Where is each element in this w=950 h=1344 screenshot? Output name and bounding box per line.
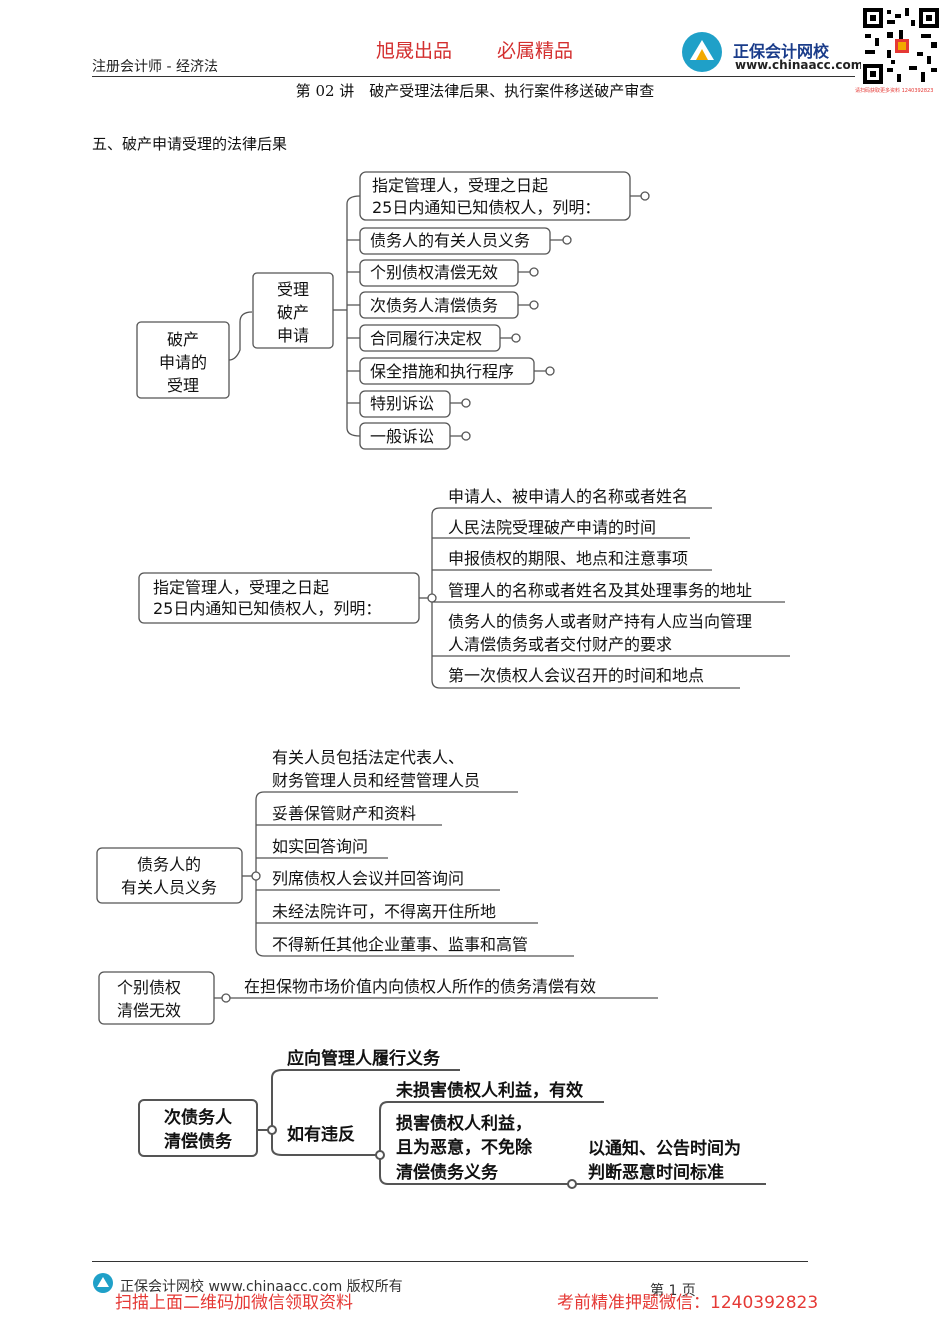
map1-branch-1-line-2: 25日内通知已知债权人，列明：	[372, 198, 600, 217]
map4-root-line-2: 清偿无效	[117, 1001, 181, 1020]
map3-item-1-line-2: 财务管理人员和经营管理人员	[272, 771, 480, 790]
map1-branch-8: 一般诉讼	[370, 427, 434, 446]
map5-bad-faith-line-2: 且为恶意，不免除	[396, 1137, 533, 1158]
lecture-title: 第 02 讲 破产受理法律后果、执行案件移送破产审查	[295, 82, 655, 100]
qr-note: 请扫码获取更多资料 1240392823	[855, 88, 934, 94]
map2-root-line-2: 25日内通知已知债权人，列明：	[153, 599, 381, 618]
logo-name: 正保会计网校	[733, 42, 830, 61]
map1-branch-7: 特别诉讼	[370, 394, 434, 413]
map2-root-line-1: 指定管理人，受理之日起	[153, 578, 329, 597]
map2-item-1: 申请人、被申请人的名称或者姓名	[448, 487, 688, 506]
map3-item-5: 未经法院许可，不得离开住所地	[272, 902, 496, 921]
map1-mid-line-2: 破产	[277, 303, 309, 322]
qr-code-icon	[861, 6, 941, 86]
map1-mid-line-1: 受理	[277, 280, 309, 299]
map3-item-3: 如实回答询问	[272, 837, 368, 856]
logo-url: www.chinaacc.com	[735, 58, 864, 72]
map1-branch-5: 合同履行决定权	[370, 329, 482, 348]
map4-root-line-1: 个别债权	[117, 978, 181, 997]
map1-root-line-3: 受理	[167, 376, 199, 395]
map1-branch-4: 次债务人清偿债务	[370, 296, 498, 315]
map3-item-2: 妥善保管财产和资料	[272, 804, 416, 823]
map5-duty: 应向管理人履行义务	[287, 1048, 441, 1069]
map3-spine	[255, 791, 265, 957]
course-name: 注册会计师 - 经济法	[92, 59, 218, 75]
map5-root-line-1: 次债务人	[164, 1107, 233, 1128]
header-divider	[92, 76, 855, 77]
map1-branch-2: 债务人的有关人员义务	[370, 231, 530, 250]
map1-branch-3: 个别债权清偿无效	[370, 263, 498, 282]
brand-tag-2: 必属精品	[497, 40, 574, 62]
footer-copyright: 正保会计网校 www.chinaacc.com 版权所有	[120, 1279, 403, 1295]
map5-standard-line-2: 判断恶意时间标准	[588, 1162, 724, 1183]
map5-bad-faith-line-3: 清偿债务义务	[396, 1162, 499, 1183]
map3-item-1-line-1: 有关人员包括法定代表人、	[272, 748, 464, 767]
map2-item-5-line-1: 债务人的债务人或者财产持有人应当向管理	[448, 612, 752, 631]
section-title: 五、破产申请受理的法律后果	[92, 135, 288, 153]
footer-logo-icon	[93, 1273, 113, 1293]
map3-root-line-2: 有关人员义务	[121, 878, 217, 897]
map4-item: 在担保物市场价值内向债权人所作的债务清偿有效	[244, 977, 596, 996]
map3-item-6: 不得新任其他企业董事、监事和高管	[272, 935, 528, 954]
brand-tag-1: 旭晟出品	[376, 40, 453, 62]
map2-item-2: 人民法院受理破产申请的时间	[448, 518, 656, 537]
map1-spine	[346, 195, 361, 437]
map2-item-4: 管理人的名称或者姓名及其处理事务的地址	[448, 581, 752, 600]
footer-promo-right: 考前精准押题微信：1240392823	[557, 1293, 819, 1313]
map5-root-box	[138, 1099, 258, 1157]
map2-item-6: 第一次债权人会议召开的时间和地点	[448, 666, 704, 685]
map1-mid-line-3: 申请	[277, 326, 309, 345]
map2-spine	[431, 507, 441, 689]
footer-page-number: 第 1 页	[650, 1283, 696, 1299]
map5-root-line-2: 清偿债务	[164, 1131, 233, 1152]
footer-divider	[92, 1261, 808, 1262]
map3-root-line-1: 债务人的	[137, 855, 201, 874]
map3-item-4: 列席债权人会议并回答询问	[272, 869, 464, 888]
map1-branch-1-line-1: 指定管理人，受理之日起	[372, 176, 548, 195]
map2-item-5-line-2: 人清偿债务或者交付财产的要求	[448, 635, 672, 654]
map1-root-line-1: 破产	[167, 330, 199, 349]
map5-bad-faith-line-1: 损害债权人利益，	[396, 1113, 532, 1134]
map1-branch-6: 保全措施和执行程序	[370, 362, 514, 381]
map1-link-root-mid	[228, 311, 253, 361]
map5-standard-line-1: 以通知、公告时间为	[588, 1138, 741, 1159]
map2-item-3: 申报债权的期限、地点和注意事项	[448, 549, 688, 568]
map5-violation: 如有违反	[287, 1124, 355, 1145]
map1-root-line-2: 申请的	[159, 353, 207, 372]
footer-promo-left: 扫描上面二维码加微信领取资料	[115, 1293, 353, 1313]
logo-icon	[682, 32, 722, 72]
map5-good-faith: 未损害债权人利益，有效	[395, 1080, 583, 1101]
